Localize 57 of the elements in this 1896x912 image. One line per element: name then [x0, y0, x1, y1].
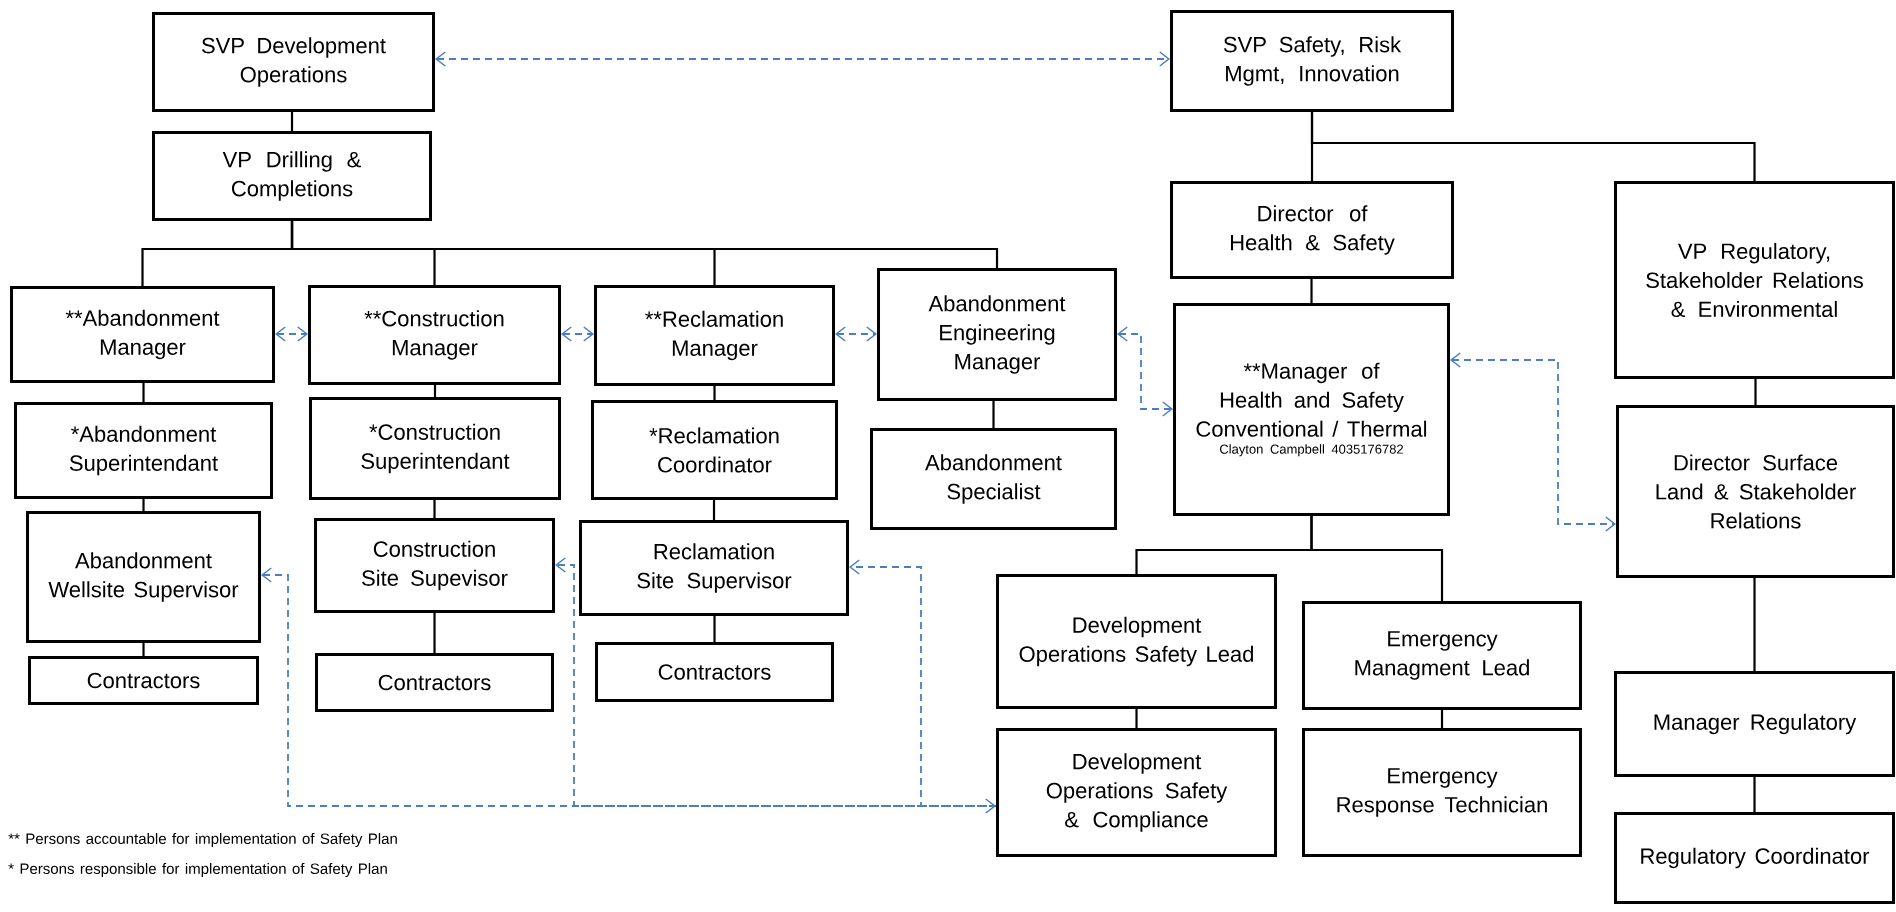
org-box: *Abandonment Superintendant	[14, 402, 273, 499]
footnote: ** Persons accountable for implementation of Safety Plan	[8, 833, 397, 847]
connector-line	[1135, 709, 1138, 728]
org-box: SVP Development Operations	[152, 12, 435, 112]
connector-line	[1753, 777, 1756, 812]
connector-line	[142, 499, 145, 511]
org-box: **Construction Manager	[308, 285, 561, 385]
org-box: Development Operations Safety Lead	[996, 574, 1277, 709]
connector-line	[992, 401, 995, 428]
connector-line	[433, 613, 436, 653]
org-box: Contractors	[28, 656, 259, 705]
connector-line	[1440, 710, 1444, 728]
org-box: SVP Safety, Risk Mgmt, Innovation	[1170, 10, 1454, 112]
org-box: Construction Site Supevisor	[314, 518, 555, 613]
connector-line	[290, 112, 294, 131]
org-box: **Abandonment Manager	[10, 286, 275, 383]
org-box: **Manager of Health and Safety Conventional / Thermal Clayton Campbell 4035176782	[1173, 303, 1450, 516]
footnote: * Persons responsible for implementation of Safety Plan	[8, 863, 387, 877]
org-box: Director of Health & Safety	[1170, 181, 1454, 279]
dashed-arrow	[435, 51, 1170, 67]
connector-line	[713, 386, 716, 400]
dashed-arrow	[1450, 352, 1616, 532]
org-box: Contractors	[595, 642, 834, 702]
org-box: Reclamation Site Supervisor	[579, 520, 849, 616]
dashed-arrow	[561, 326, 594, 342]
connector-line	[1753, 578, 1756, 671]
org-box: Development Operations Safety & Compliance	[996, 728, 1277, 857]
org-box: *Reclamation Coordinator	[591, 400, 838, 500]
org-box: Contractors	[315, 653, 554, 712]
org-box: Director Surface Land & Stakeholder Relations	[1616, 405, 1895, 578]
dashed-arrow	[835, 326, 877, 342]
connector-line	[433, 500, 436, 518]
connector-line	[1310, 516, 1444, 601]
connector-line	[1310, 279, 1313, 303]
org-box: Emergency Managment Lead	[1302, 601, 1582, 710]
connector-line	[142, 643, 145, 656]
connector-line	[1310, 112, 1756, 181]
dashed-arrow	[275, 326, 308, 342]
org-box: VP Regulatory, Stakeholder Relations & Environmental	[1614, 181, 1895, 379]
org-box: *Construction Superintendant	[309, 397, 561, 500]
org-box: VP Drilling & Completions	[152, 131, 432, 221]
org-box: Regulatory Coordinator	[1614, 812, 1895, 904]
org-box: Abandonment Specialist	[870, 428, 1117, 530]
org-box: Manager Regulatory	[1614, 671, 1895, 777]
org-box: Emergency Response Technician	[1302, 728, 1582, 857]
connector-line	[1754, 379, 1757, 405]
connector-line	[713, 616, 716, 642]
org-box: **Reclamation Manager	[594, 285, 835, 386]
dashed-arrow	[849, 559, 997, 807]
dashed-arrow	[261, 567, 996, 814]
connector-line	[712, 500, 716, 520]
org-box: Abandonment Wellsite Supervisor	[26, 511, 261, 643]
dashed-arrow	[1117, 326, 1173, 417]
connector-line	[290, 221, 999, 268]
connector-line	[142, 383, 145, 402]
org-box: Abandonment Engineering Manager	[877, 268, 1117, 401]
connector-line	[433, 385, 437, 397]
